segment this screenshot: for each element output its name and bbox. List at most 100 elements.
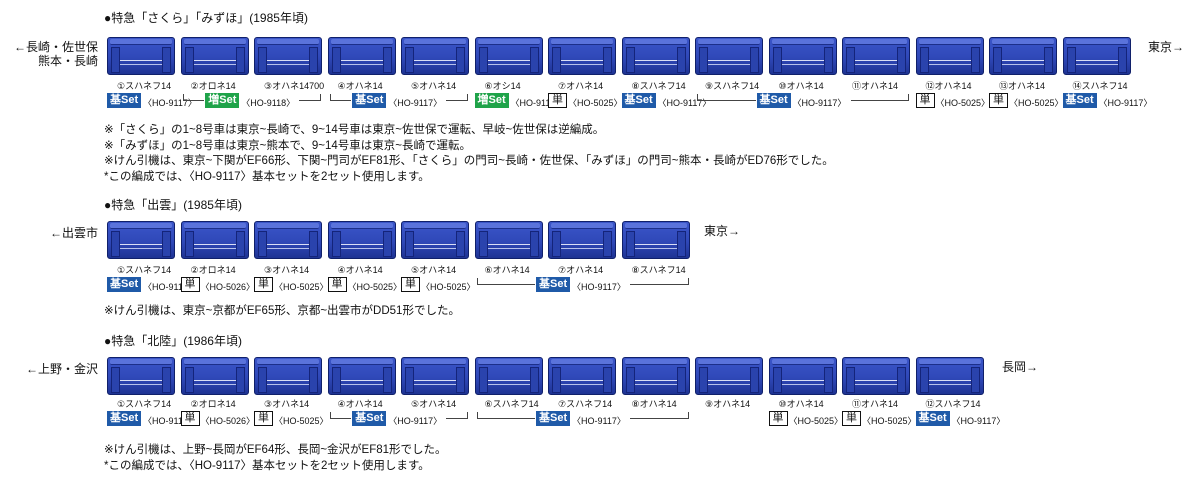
car-roof [771, 39, 834, 45]
car-door [750, 367, 759, 393]
car-door [235, 231, 245, 257]
car-stripe [920, 384, 979, 385]
train-car [621, 357, 690, 395]
car-stripe [479, 380, 538, 381]
car-stripe [773, 384, 832, 385]
car-label: ⑪オハネ14 [852, 399, 899, 409]
formation-note: ※けん引機は、上野~長岡がEF64形、長岡~金沢がEF81形でした。 [104, 444, 447, 456]
car-stripe [479, 60, 538, 61]
set-badge: 基Set [107, 93, 142, 108]
car-door [897, 47, 906, 73]
car-door [1044, 47, 1053, 73]
set-bracket [299, 94, 321, 101]
product-code: 〈HO-9117〉 [1098, 98, 1153, 108]
car-stripe [1067, 60, 1126, 61]
car-label: ⑧スハネフ14 [631, 81, 686, 91]
car-door [456, 367, 465, 393]
car-door [772, 367, 782, 393]
car-label: ⑦オハネ14 [558, 265, 604, 275]
car-door [382, 367, 392, 393]
car-door [478, 47, 488, 73]
formation-title: ●特急「出雲」(1985年頃) [104, 198, 242, 212]
train-car [621, 221, 690, 259]
car-stripe [553, 60, 611, 61]
car-door [772, 47, 782, 73]
car-stripe [332, 64, 391, 65]
car-label: ①スハネフ14 [117, 399, 172, 409]
car-roof [404, 223, 466, 229]
set-badge: 基Set [107, 277, 142, 292]
car-door [184, 231, 194, 257]
set-bracket [630, 412, 689, 419]
left-destination: ←長崎・佐世保熊本・長崎 [14, 40, 98, 68]
car-stripe [112, 380, 170, 381]
train-car [915, 37, 984, 75]
product-code: 〈HO-5025〉 [274, 416, 329, 426]
set-badge: 単 [180, 277, 200, 292]
train-car [254, 37, 322, 75]
car-door [1066, 47, 1076, 73]
train-car [768, 37, 837, 75]
car-stripe [185, 60, 244, 61]
car-label: ⑦オハネ14 [558, 81, 604, 91]
set-badge: 基Set [536, 277, 571, 292]
car-door [552, 367, 561, 393]
formation-note: ※けん引機は、東京~京都がEF65形、京都~出雲市がDD51形でした。 [104, 305, 460, 317]
car-stripe [479, 384, 538, 385]
train-car [401, 37, 469, 75]
car-door [111, 47, 120, 73]
car-stripe [553, 380, 611, 381]
car-stripe [332, 380, 391, 381]
car-door [309, 367, 318, 393]
car-roof [771, 359, 834, 365]
train-car [474, 37, 543, 75]
car-stripe [700, 380, 758, 381]
car-door [823, 367, 833, 393]
car-label: ⑭スハネフ14 [1072, 81, 1128, 91]
car-stripe [112, 64, 170, 65]
car-roof [330, 39, 393, 45]
right-destination: 長岡→ [1002, 360, 1039, 374]
car-stripe [626, 60, 685, 61]
car-door [676, 47, 686, 73]
car-roof [918, 359, 981, 365]
car-door [258, 47, 267, 73]
car-label: ⑨スハネフ14 [705, 81, 760, 91]
set-badge: 基Set [1062, 93, 1097, 108]
car-roof [257, 39, 319, 45]
car-stripe [332, 384, 391, 385]
train-car [1062, 37, 1131, 75]
train-car [327, 221, 396, 259]
product-code: 〈HO-5025〉 [935, 98, 991, 108]
car-label: ⑩オハネ14 [778, 399, 824, 409]
car-roof [404, 39, 466, 45]
car-stripe [553, 64, 611, 65]
car-door [162, 47, 171, 73]
car-roof [624, 359, 687, 365]
product-code: 〈HO-5025〉 [274, 282, 329, 292]
car-stripe [700, 60, 758, 61]
formation-note: *この編成では、〈HO-9117〉基本セットを2セット使用します。 [104, 459, 430, 472]
car-door [823, 47, 833, 73]
car-stripe [406, 64, 464, 65]
car-label: ⑨オハネ14 [705, 399, 751, 409]
car-stripe [626, 248, 685, 249]
train-car [107, 37, 175, 75]
car-stripe [332, 244, 391, 245]
car-roof [110, 39, 172, 45]
car-door [184, 367, 194, 393]
train-car [768, 357, 837, 395]
set-badge: 単 [915, 93, 935, 108]
car-stripe [479, 64, 538, 65]
car-stripe [259, 248, 317, 249]
product-code: 〈HO-5026〉 [200, 416, 256, 426]
car-label: ⑤オハネ14 [411, 399, 457, 409]
car-stripe [847, 380, 905, 381]
car-label: ④オハネ14 [337, 399, 383, 409]
car-label: ⑦スハネフ14 [558, 399, 613, 409]
train-car [180, 221, 249, 259]
car-roof [183, 359, 246, 365]
product-code: 〈HO-9117〉 [951, 416, 1006, 426]
car-stripe [920, 380, 979, 381]
train-car [915, 357, 984, 395]
